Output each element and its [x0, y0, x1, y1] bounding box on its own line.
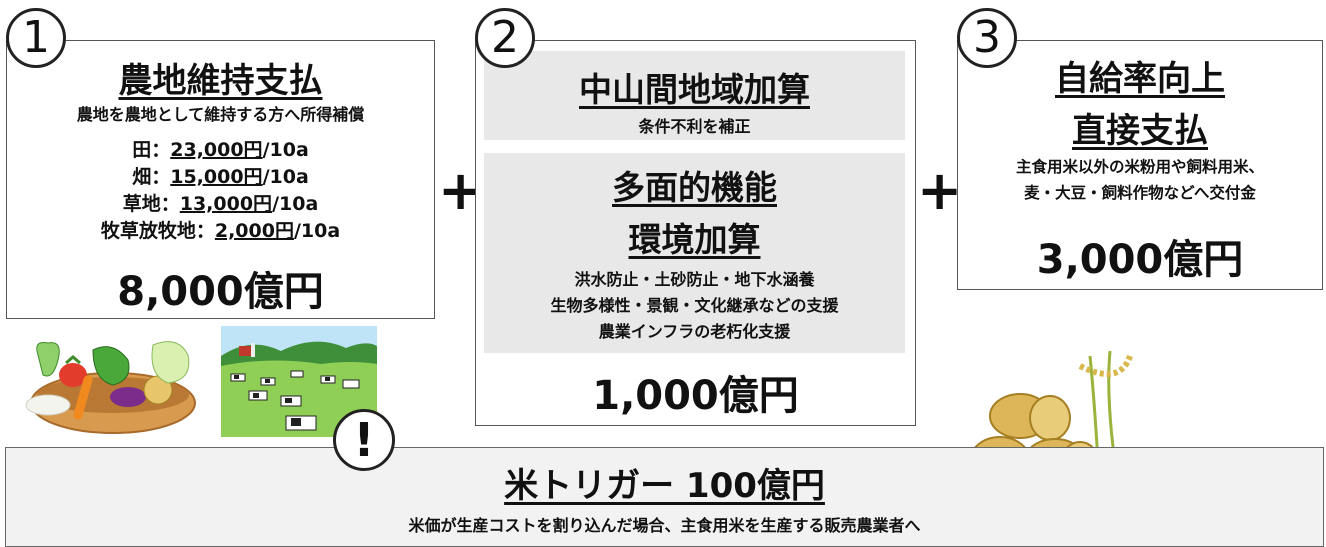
- multifunction-desc-line: 生物多様性・景観・文化継承などの支援: [550, 296, 839, 315]
- multifunction-desc-line: 洪水防止・土砂防止・地下水涵養: [574, 270, 815, 289]
- farmland-maintenance-subtitle: 農地を農地として維持する方へ所得補償: [76, 105, 365, 124]
- rate-row-paddy: 田：23,000円/10a: [132, 139, 309, 161]
- rate-row-grassland: 草地：13,000円/10a: [122, 193, 319, 215]
- self-sufficiency-title-line1: 自給率向上: [1055, 59, 1225, 99]
- rate-list: 田：23,000円/10a 畑：15,000円/10a 草地：13,000円/1…: [7, 137, 434, 245]
- rice-trigger-title: 米トリガー 100億円: [504, 466, 825, 506]
- multifunction-title-line2: 環境加算: [628, 220, 761, 259]
- farmland-maintenance-box: 農地維持支払 農地を農地として維持する方へ所得補償 田：23,000円/10a …: [6, 40, 435, 319]
- rice-trigger-subtitle: 米価が生産コストを割り込んだ場合、主食用米を生産する販売農業者へ: [408, 516, 921, 535]
- number-badge-3: 3: [957, 8, 1017, 68]
- mountain-area-title: 中山間地域加算: [579, 70, 810, 109]
- rate-row-field: 畑：15,000円/10a: [132, 166, 309, 188]
- regional-addition-total: 1,000億円: [592, 373, 799, 419]
- mountain-area-subtitle: 条件不利を補正: [638, 117, 751, 136]
- multifunction-desc-line: 農業インフラの老朽化支援: [598, 322, 791, 341]
- self-sufficiency-title-line2: 直接支払: [1072, 111, 1208, 151]
- self-sufficiency-desc-line1: 主食用米以外の米粉用や飼料用米、: [1015, 158, 1264, 176]
- regional-addition-box: 中山間地域加算 条件不利を補正 多面的機能 環境加算 洪水防止・土砂防止・地下水…: [475, 40, 916, 426]
- self-sufficiency-total: 3,000億円: [1036, 237, 1244, 283]
- rate-row-pasture: 牧草放牧地：2,000円/10a: [100, 220, 341, 242]
- self-sufficiency-desc-line2: 麦・大豆・飼料作物などへ交付金: [1024, 184, 1256, 202]
- self-sufficiency-box: 自給率向上 直接支払 主食用米以外の米粉用や飼料用米、 麦・大豆・飼料作物などへ…: [957, 40, 1323, 290]
- multifunction-desc: 洪水防止・土砂防止・地下水涵養 生物多様性・景観・文化継承などの支援 農業インフ…: [484, 267, 905, 345]
- rice-trigger-banner: 米トリガー 100億円 米価が生産コストを割り込んだ場合、主食用米を生産する販売…: [5, 447, 1324, 547]
- multifunction-title-line1: 多面的機能: [612, 168, 777, 207]
- multifunction-panel: 多面的機能 環境加算 洪水防止・土砂防止・地下水涵養 生物多様性・景観・文化継承…: [484, 153, 905, 353]
- farmland-maintenance-title: 農地維持支払: [118, 61, 323, 101]
- mountain-area-panel: 中山間地域加算 条件不利を補正: [484, 51, 905, 140]
- number-badge-2: 2: [475, 8, 535, 68]
- number-badge-1: 1: [6, 8, 66, 68]
- vegetable-basket-illustration: [18, 335, 203, 435]
- exclamation-icon: !: [333, 409, 395, 471]
- farmland-maintenance-total: 8,000億円: [117, 269, 324, 315]
- plus-icon: +: [917, 159, 963, 222]
